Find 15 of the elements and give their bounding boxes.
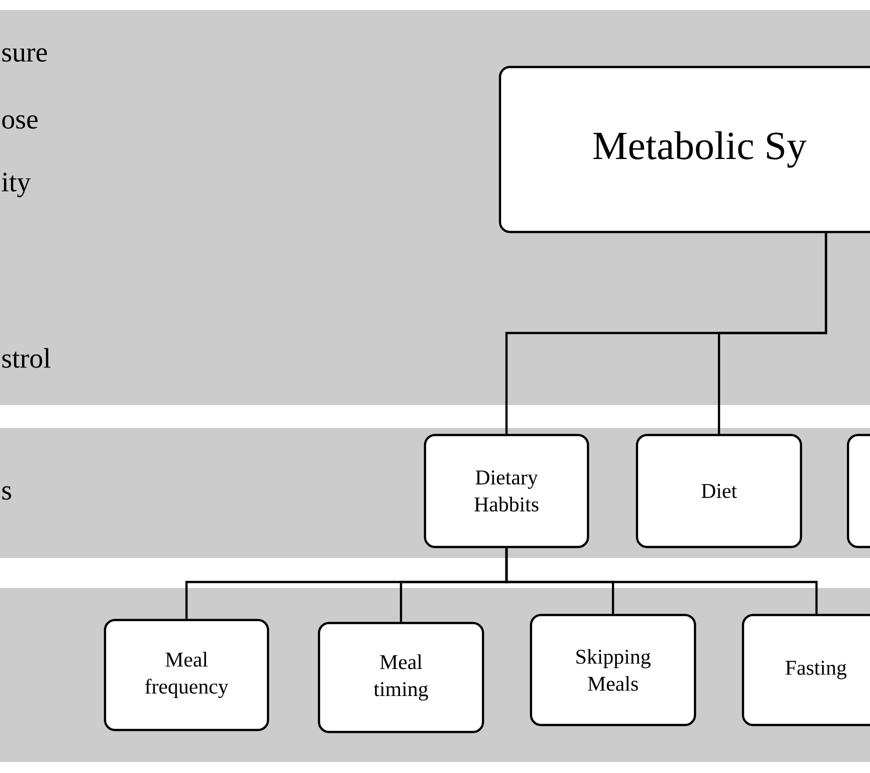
band-label: strol [2,348,50,368]
process-box: Diet [636,434,802,548]
band-label: s [2,486,12,500]
connector-line [718,233,828,434]
process-box: Fasting [742,614,870,726]
process-box: Meal timing [318,622,484,734]
process-box: Dietary Habbits [424,434,590,548]
process-box: Skipping Meals [530,614,696,726]
band-label: ity [2,172,31,198]
band-label: sure [2,48,47,62]
process-box: Meal frequency [104,618,270,732]
band-label: ose [2,115,38,129]
process-box: Metabolic Sy [498,66,870,234]
connector-line [505,548,818,614]
process-box [846,434,870,548]
